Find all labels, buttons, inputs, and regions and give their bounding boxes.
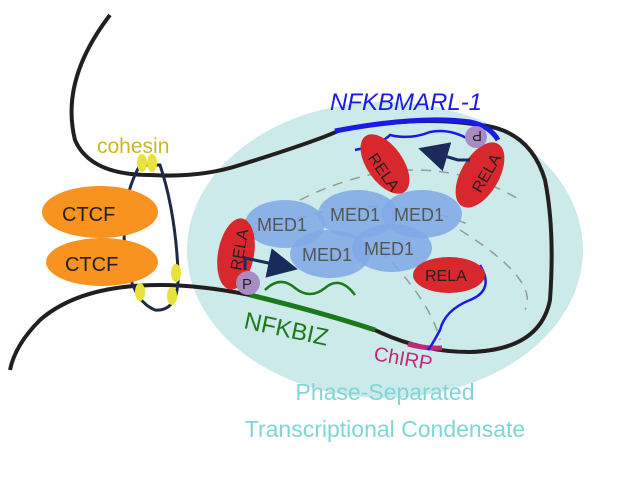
arrow-right-to-top [418, 142, 470, 172]
med1-blob-5 [352, 224, 432, 272]
label-condensate-line1: Phase-Separated [295, 379, 474, 405]
rela-top-right [455, 142, 505, 208]
phospho-top [465, 126, 487, 148]
label-med1-5: MED1 [364, 239, 414, 259]
lncrna-strand-right [427, 264, 487, 351]
nfkbiz-segment [249, 292, 376, 333]
rela-top-left [360, 134, 410, 194]
chirp-segment [407, 341, 443, 351]
chromatin-fiber-top [69, 13, 341, 178]
nfkbiz-transcript [264, 280, 356, 296]
label-ctcf-lower: CTCF [65, 254, 118, 276]
label-nfkbmarl1: NFKBMARL-1 [330, 89, 482, 116]
dashed-arc-4 [379, 249, 441, 341]
phospho-left [236, 271, 260, 295]
arrow-left-to-med1 [243, 248, 298, 278]
dashed-arc-3 [459, 229, 529, 311]
med1-blob-4 [290, 230, 370, 278]
label-phospho-left: P [242, 276, 252, 293]
cohesin-subunit-4 [171, 264, 181, 282]
ctcf-upper [42, 186, 158, 238]
label-ctcf-upper: CTCF [62, 204, 115, 226]
rela-center [413, 257, 485, 293]
label-cohesin: cohesin [97, 135, 169, 158]
label-condensate-line2: Transcriptional Condensate [245, 416, 525, 442]
label-med1-4: MED1 [302, 245, 352, 265]
label-med1-1: MED1 [257, 215, 307, 235]
cohesin-subunit-2 [147, 154, 157, 172]
nfkbmarl1-segment [334, 117, 501, 142]
ctcf-lower [46, 238, 158, 286]
cohesin-subunit-6 [167, 287, 177, 305]
cohesin-subunit-1 [137, 154, 147, 172]
label-med1-3: MED1 [394, 205, 444, 225]
label-phospho-top: P [472, 127, 482, 144]
label-med1-2: MED1 [330, 205, 380, 225]
label-rela-center: RELA [425, 268, 467, 285]
cohesin-subunit-5 [135, 283, 145, 301]
